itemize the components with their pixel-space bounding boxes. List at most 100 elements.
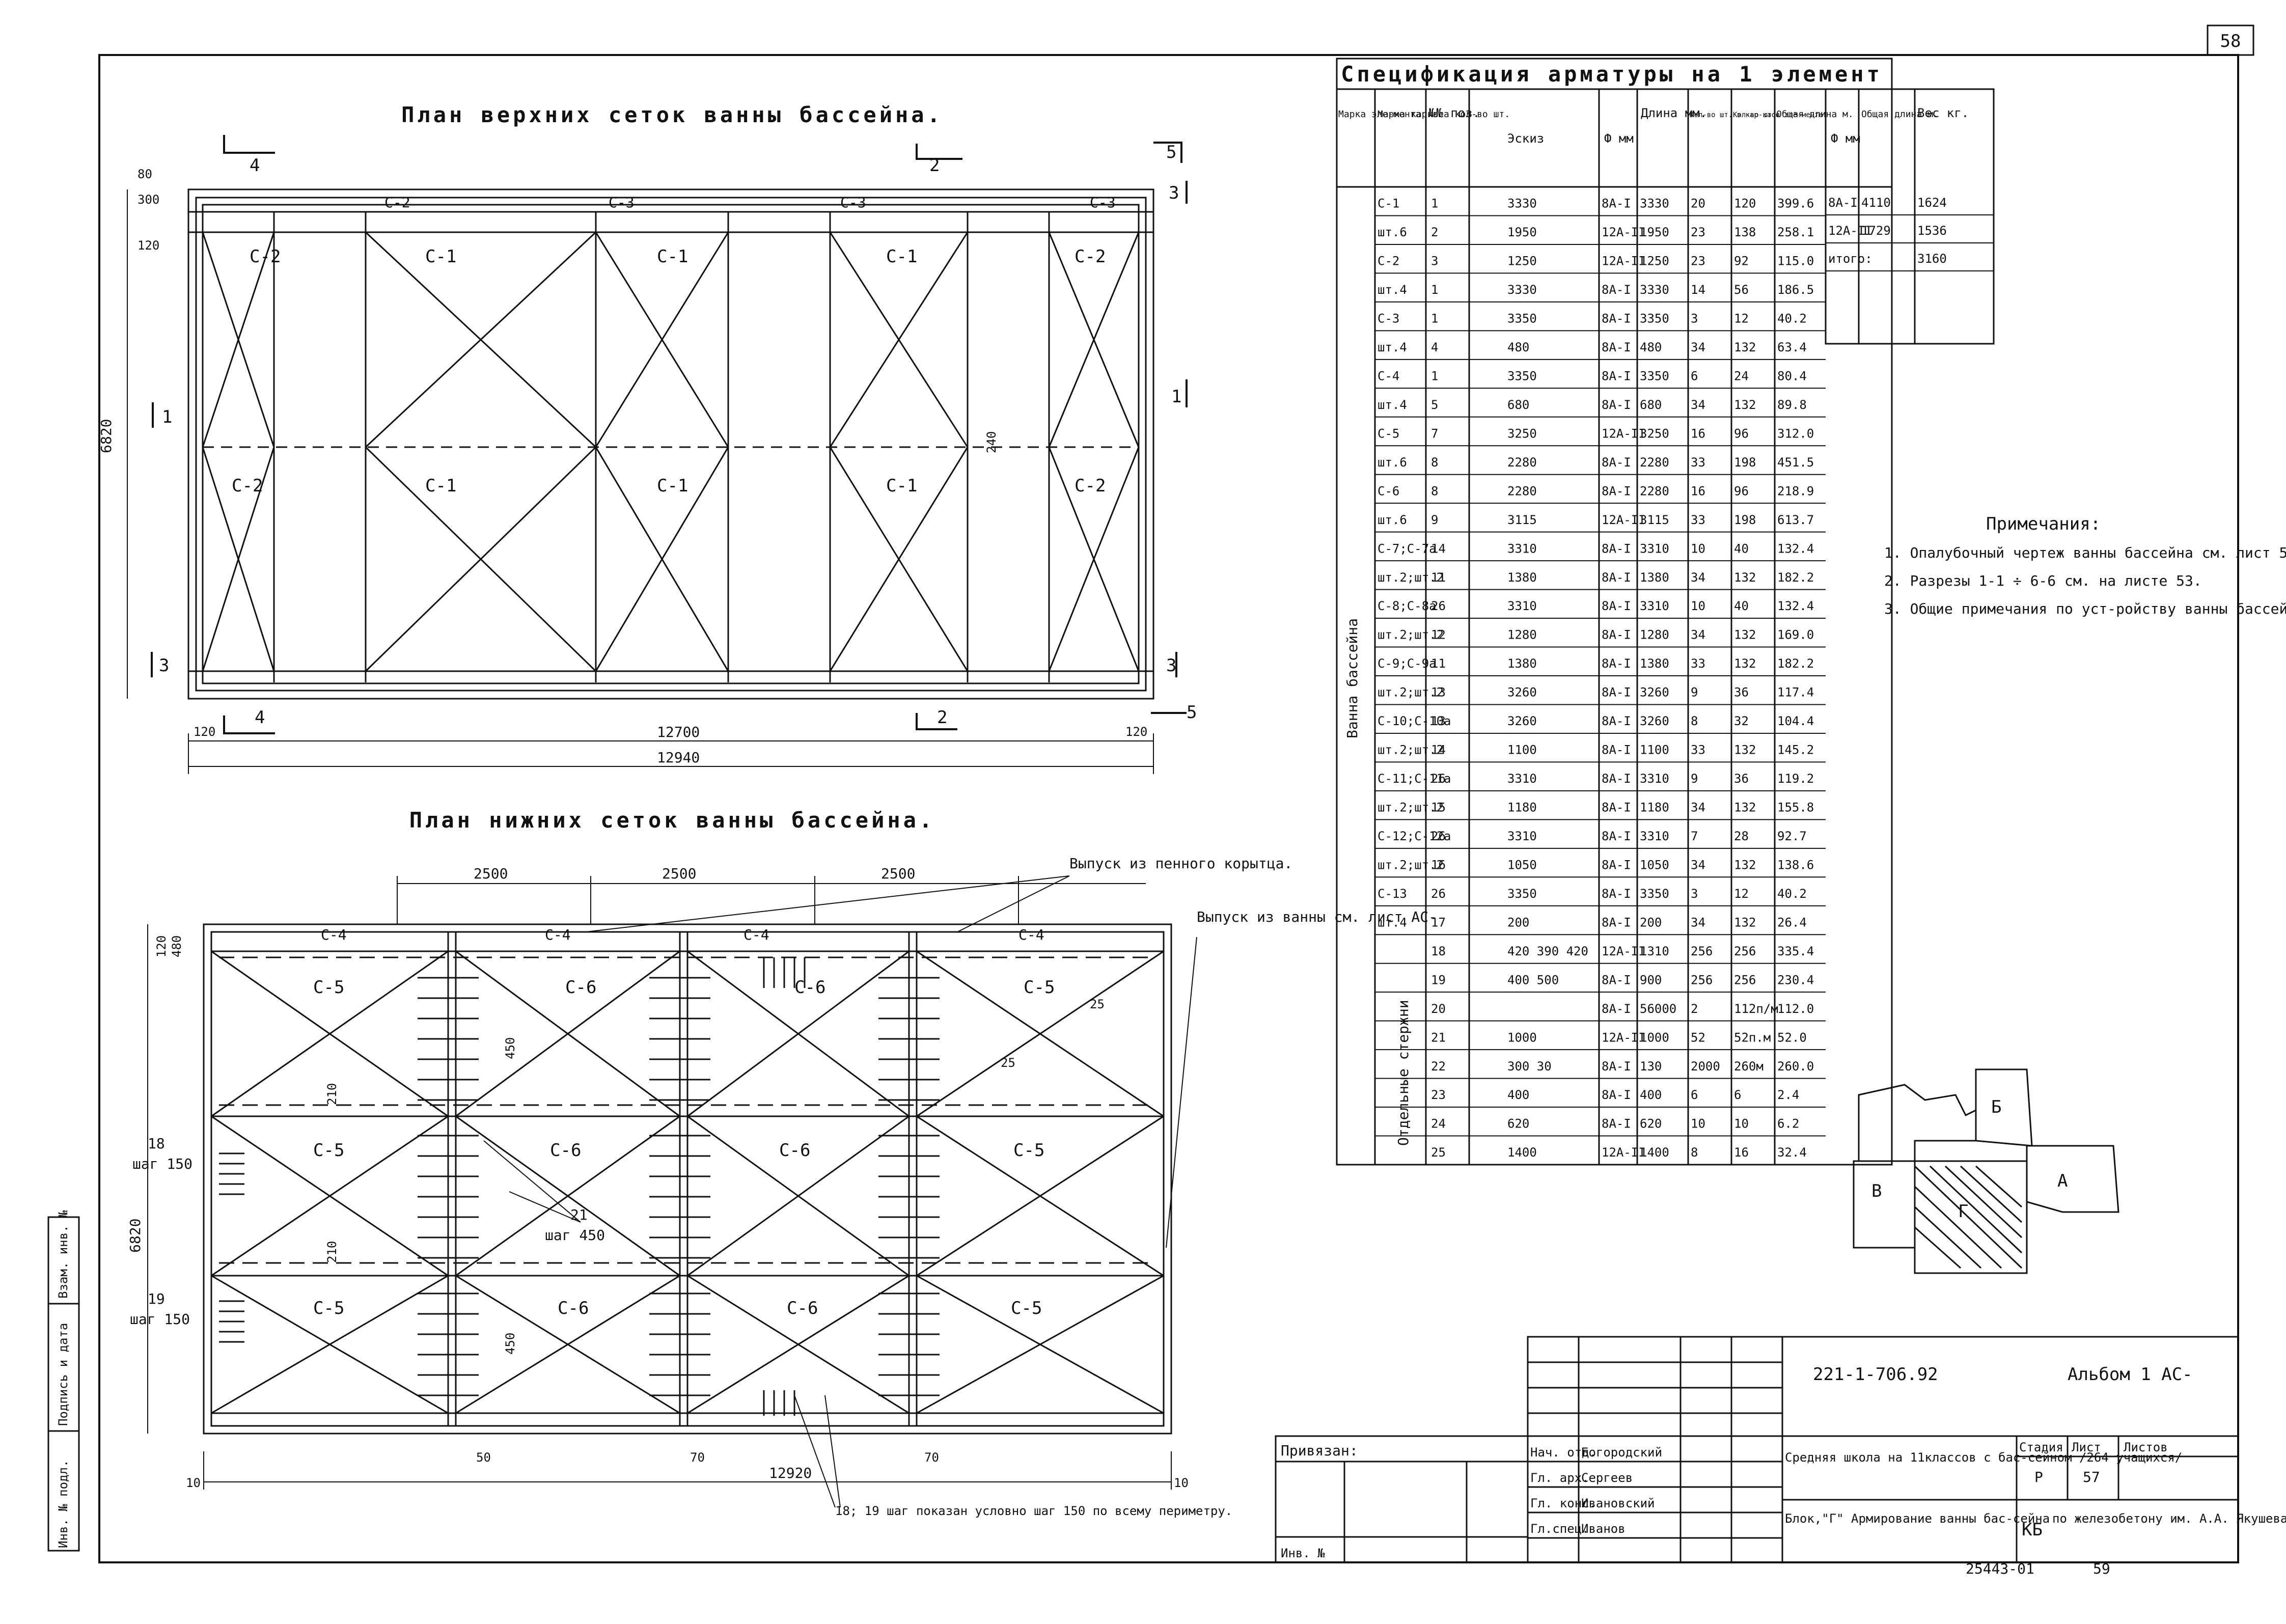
- spec-cell: 8: [1431, 455, 1438, 470]
- spec-cell: С-13: [1378, 887, 1407, 901]
- dim-v3: 120: [137, 238, 159, 253]
- dim-overall-width: 12940: [657, 749, 700, 766]
- spec-cell: 12А-II: [1602, 254, 1646, 268]
- element-label: Ванна бассейна: [1344, 618, 1361, 738]
- spec-header: №№ поз.: [1428, 106, 1480, 120]
- spacing-dim: 2500: [474, 865, 508, 882]
- spec-cell: 52п.м: [1734, 1030, 1771, 1044]
- note-item: 1. Опалубочный чертеж ванны бассейна см.…: [1884, 544, 2286, 561]
- top-label: С-2: [1075, 246, 1106, 267]
- spec-cell: 8А-I: [1602, 283, 1631, 297]
- totals-cell: 12А-II: [1828, 224, 1872, 238]
- bottom-label: С-6: [779, 1140, 810, 1161]
- totals-cell: 1624: [1917, 196, 1947, 210]
- spec-cell: 56: [1734, 283, 1749, 297]
- spec-cell: 12А-II: [1602, 225, 1646, 239]
- stage-header: Стадия: [2019, 1440, 2063, 1454]
- spec-cell: 33: [1691, 455, 1705, 470]
- spec-cell: 119.2: [1777, 772, 1814, 786]
- spec-cell: 3250: [1507, 426, 1537, 441]
- dim-overall-width: 12920: [769, 1465, 812, 1481]
- spec-cell: 12А-II: [1602, 1145, 1646, 1160]
- spec-cell: 1950: [1507, 225, 1537, 239]
- spec-cell: 9: [1691, 772, 1698, 786]
- spec-cell: С-2: [1378, 254, 1399, 268]
- spec-cell: 9: [1691, 685, 1698, 700]
- spec-header: Марка каркаса кол-во шт.: [1378, 109, 1510, 120]
- note-conditional: 18; 19 шаг показан условно шаг 150 по вс…: [835, 1504, 1232, 1518]
- spec-cell: 8А-I: [1602, 340, 1631, 354]
- spec-cell: 92.7: [1777, 829, 1807, 843]
- spec-header: Кол-во шт. в кар-касе: [1690, 111, 1780, 119]
- spec-cell: 900: [1640, 973, 1662, 987]
- top-plan: [187, 188, 1154, 700]
- project-name: Средняя школа на 11классов с бас-сейном …: [1785, 1450, 2182, 1465]
- spec-cell: 36: [1734, 772, 1749, 786]
- spec-cell: 8А-I: [1602, 656, 1631, 671]
- spec-cell: 12А-II: [1602, 426, 1646, 441]
- spec-cell: 132: [1734, 398, 1756, 412]
- top-strip-label: С-3: [840, 194, 866, 211]
- spec-cell: 23: [1691, 254, 1705, 268]
- spec-cell: 2: [1431, 225, 1438, 239]
- spec-cell: 138.6: [1777, 858, 1814, 872]
- bottom-label: С-5: [313, 1140, 344, 1161]
- spec-cell: С-10;С-10а: [1378, 714, 1451, 728]
- org-name: по железобетону им. А.А. Якушева: [2052, 1511, 2286, 1526]
- spec-header: Эскиз: [1507, 131, 1544, 146]
- dim-70: 70: [690, 1450, 705, 1465]
- spec-cell: 8А-I: [1602, 1059, 1631, 1074]
- top-label: С-1: [886, 246, 917, 267]
- spec-cell: 8: [1431, 484, 1438, 498]
- key-plan: [1853, 1068, 2119, 1274]
- spec-cell: 8А-I: [1602, 801, 1631, 815]
- spec-cell: 115.0: [1777, 254, 1814, 268]
- spec-cell: 200: [1640, 915, 1662, 929]
- spec-cell: 3310: [1507, 599, 1537, 613]
- spec-cell: шт.2;шт.2: [1378, 570, 1444, 585]
- spec-cell: 169.0: [1777, 628, 1814, 642]
- spec-cell: 186.5: [1777, 283, 1814, 297]
- spec-cell: 3330: [1507, 283, 1537, 297]
- spec-cell: 16: [1431, 858, 1446, 872]
- side-stamp-item: Взам. инв. №: [56, 1210, 70, 1299]
- spec-cell: С-9;С-9а: [1378, 656, 1437, 671]
- spec-cell: 230.4: [1777, 973, 1814, 987]
- spec-table-grid: [1336, 58, 1995, 1166]
- spec-cell: 10: [1691, 541, 1705, 556]
- spec-cell: 23: [1431, 1088, 1446, 1102]
- key-plan-labels: А Б В Г: [1871, 1097, 2068, 1222]
- spec-cell: 258.1: [1777, 225, 1814, 239]
- spec-cell: 312.0: [1777, 426, 1814, 441]
- spec-cell: 1280: [1507, 628, 1537, 642]
- side-stamp-grid: [47, 1216, 80, 1552]
- spec-cell: 33: [1691, 743, 1705, 757]
- bar19-step: шаг 150: [130, 1311, 190, 1328]
- side-stamp-item: Инв. № подл.: [56, 1460, 70, 1548]
- bottom-strip-label: С-4: [321, 926, 347, 943]
- bar21-step: шаг 450: [545, 1227, 605, 1244]
- sheet-number: 58: [2220, 31, 2241, 51]
- spec-cell: 10: [1691, 1117, 1705, 1131]
- spec-cell: 218.9: [1777, 484, 1814, 498]
- spec-cell: 40: [1734, 599, 1749, 613]
- dim-edge-right: 120: [1125, 725, 1147, 739]
- spec-cell: 132.4: [1777, 541, 1814, 556]
- bottom-label: С-6: [787, 1298, 818, 1318]
- spec-cell: 33: [1691, 513, 1705, 527]
- spec-cell: 256: [1734, 973, 1756, 987]
- spec-cell: 8А-I: [1602, 599, 1631, 613]
- spec-cell: 3310: [1507, 829, 1537, 843]
- spec-cell: 8А-I: [1602, 455, 1631, 470]
- spec-cell: 40: [1734, 541, 1749, 556]
- bottom-dim-lines: [147, 876, 1172, 1490]
- top-dims: 6820 12700 12940 120 120 300 80 120 240: [98, 167, 1147, 766]
- spacing-dim: 2500: [881, 865, 915, 882]
- top-plan-title: План верхних сеток ванны бассейна.: [401, 102, 943, 127]
- spec-cell: 2280: [1640, 484, 1669, 498]
- spec-cell: 8А-I: [1602, 312, 1631, 326]
- spec-cell: 182.2: [1777, 570, 1814, 585]
- spec-cell: 120: [1734, 197, 1756, 211]
- spec-cell: 1: [1431, 369, 1438, 383]
